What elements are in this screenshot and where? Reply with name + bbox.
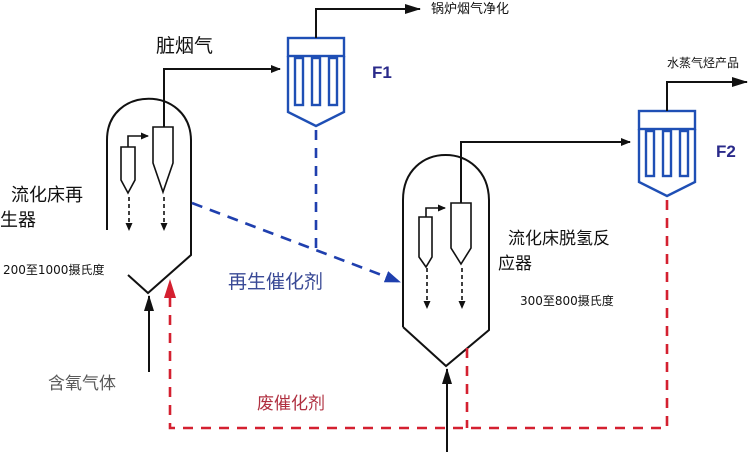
regenerator-cyclone-small — [120, 146, 136, 195]
reactor-name-line1: 流化床脱氢反 — [508, 229, 610, 249]
regenerator-vessel — [106, 97, 192, 295]
dirty-flue-gas-label: 脏烟气 — [156, 35, 214, 57]
regenerator-temperature-label: 200至1000摄氏度 — [3, 263, 105, 277]
spent-catalyst-label: 废催化剂 — [257, 394, 325, 414]
oxygen-gas-label: 含氧气体 — [48, 374, 116, 394]
regenerator-name-line2: 生器 — [0, 210, 36, 231]
filter-f2-label: F2 — [716, 142, 736, 161]
filter-f2 — [637, 109, 697, 198]
boiler-flue-gas-cleaning-label: 锅炉烟气净化 — [431, 2, 510, 17]
reactor-cyclone-small — [418, 216, 433, 269]
steam-hydrocarbon-product-label: 水蒸气烃产品 — [667, 56, 740, 70]
reactor-cyclone-large — [450, 202, 472, 266]
reactor-product-line — [460, 138, 631, 203]
filter-f1 — [286, 36, 346, 128]
spent-catalyst-line — [168, 200, 669, 430]
regenerator-name-line1: 流化床再 — [11, 185, 83, 206]
spent-catalyst-arrowhead — [164, 279, 176, 298]
regenerator-cyclone-large — [152, 126, 174, 195]
f1-outlet-line — [315, 4, 421, 38]
dirty-flue-gas-line — [163, 65, 281, 127]
reactor-vessel — [402, 154, 490, 368]
f2-outlet-line — [666, 77, 748, 111]
reactor-temperature-label: 300至800摄氏度 — [520, 294, 614, 308]
regenerated-catalyst-label: 再生催化剂 — [228, 271, 324, 293]
reactor-name-line2: 应器 — [498, 254, 532, 274]
filter-f1-label: F1 — [372, 63, 392, 82]
